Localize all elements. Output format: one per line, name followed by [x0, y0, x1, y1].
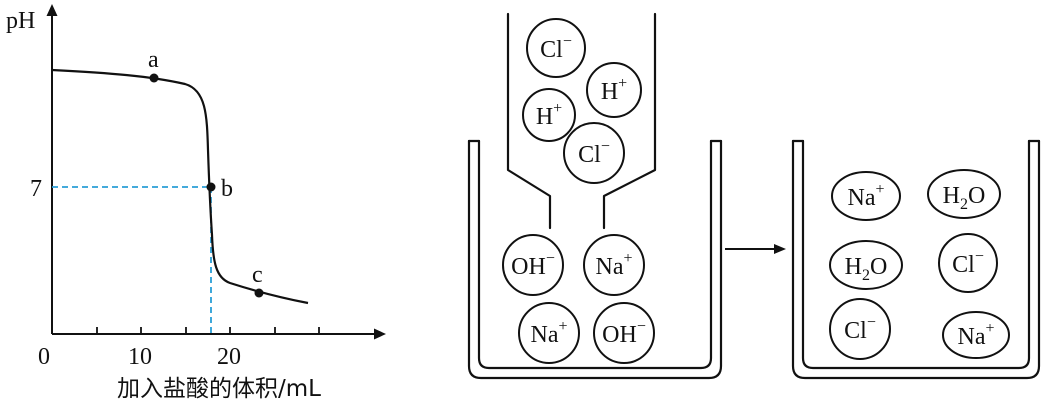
beaker-after [791, 139, 1041, 380]
h2o-1-o: O [968, 183, 985, 209]
x-tick-label-10: 10 [128, 344, 152, 370]
ion-h-1-symbol: H [601, 79, 618, 105]
point-c-marker [254, 288, 264, 298]
x-ticks [96, 327, 320, 334]
beaker-2-outer-wall [791, 139, 1041, 380]
ion-cl-4-symbol: Cl [844, 318, 867, 344]
point-b-marker [206, 182, 216, 192]
svg-text:Cl−: Cl− [540, 33, 572, 63]
svg-text:H2O: H2O [845, 254, 888, 284]
ion-na-3: Na+ [831, 171, 901, 221]
ion-cl-1-charge: − [563, 33, 572, 50]
ion-oh-1-charge: − [546, 250, 555, 267]
h2o-2-h: H [845, 254, 862, 280]
ion-oh-1-symbol: OH [511, 254, 546, 280]
point-a-marker [149, 73, 159, 83]
svg-text:Cl−: Cl− [952, 248, 984, 278]
svg-text:Na+: Na+ [847, 181, 884, 211]
h2o-2-o: O [870, 254, 887, 280]
ion-na-4-symbol: Na [957, 324, 985, 350]
y-tick-label-7: 7 [30, 176, 42, 202]
ion-cl-4-charge: − [867, 314, 876, 331]
ion-cl-4: Cl− [829, 298, 891, 360]
ion-na-1-symbol: Na [595, 254, 623, 280]
ion-na-3-charge: + [875, 181, 884, 198]
beaker-1-outer-wall [467, 139, 723, 380]
svg-text:OH−: OH− [511, 250, 555, 280]
ion-h-1-charge: + [618, 75, 627, 92]
svg-text:Na+: Na+ [595, 250, 632, 280]
ion-cl-2-symbol: Cl [578, 142, 601, 168]
ion-cl-3-symbol: Cl [952, 252, 975, 278]
molecule-h2o-1: H2O [927, 169, 1001, 219]
svg-text:Na+: Na+ [530, 318, 567, 348]
molecule-h2o-2: H2O [829, 240, 903, 290]
ion-na-1: Na+ [583, 234, 645, 296]
point-b-label: b [221, 176, 233, 202]
funnel-right-wall [602, 12, 657, 230]
origin-label: 0 [38, 344, 50, 370]
svg-text:H2O: H2O [943, 183, 986, 213]
ion-na-3-symbol: Na [847, 185, 875, 211]
point-c-label: c [252, 262, 263, 288]
ion-h-2-symbol: H [536, 104, 553, 130]
funnel-left-wall [506, 12, 552, 230]
ion-na-2-symbol: Na [530, 322, 558, 348]
ion-oh-2: OH− [593, 302, 655, 364]
h2o-2-sub: 2 [862, 267, 870, 284]
svg-text:Na+: Na+ [957, 320, 994, 350]
ion-cl-2-charge: − [601, 138, 610, 155]
svg-text:OH−: OH− [602, 318, 646, 348]
reaction-arrow-icon [725, 244, 786, 254]
x-axis-label: 加入盐酸的体积/mL [117, 376, 321, 402]
ion-h-2-charge: + [553, 100, 562, 117]
ion-cl-1: Cl− [526, 18, 586, 78]
y-axis-label: pH [6, 8, 35, 34]
beaker-2-inner-wall [801, 139, 1031, 370]
beaker-1-inner-wall [477, 139, 713, 370]
ion-oh-1: OH− [502, 234, 564, 296]
ion-oh-2-charge: − [637, 318, 646, 335]
svg-text:Cl−: Cl− [578, 138, 610, 168]
ion-oh-2-symbol: OH [602, 322, 637, 348]
funnel [506, 12, 657, 230]
titration-curve [51, 68, 309, 305]
svg-text:H+: H+ [601, 75, 627, 105]
h2o-1-sub: 2 [960, 196, 968, 213]
y-axis-arrow-icon [46, 4, 58, 16]
ion-h-2: H+ [522, 88, 576, 142]
beaker-before [467, 139, 723, 380]
ion-h-1: H+ [586, 62, 642, 118]
h2o-1-h: H [943, 183, 960, 209]
svg-text:Cl−: Cl− [844, 314, 876, 344]
ion-cl-3: Cl− [938, 233, 998, 293]
ion-na-4: Na+ [942, 311, 1010, 359]
titration-graph: pH 0 10 20 7 加入盐酸的体积/mL a b c [6, 4, 386, 402]
svg-text:H+: H+ [536, 100, 562, 130]
x-axis-arrow-icon [374, 328, 386, 340]
ion-na-1-charge: + [623, 250, 632, 267]
ion-na-2: Na+ [518, 302, 580, 364]
ion-na-4-charge: + [985, 320, 994, 337]
ion-cl-1-symbol: Cl [540, 37, 563, 63]
ion-cl-2: Cl− [563, 122, 625, 184]
ion-cl-3-charge: − [975, 248, 984, 265]
point-a-label: a [148, 47, 159, 73]
ion-na-2-charge: + [558, 318, 567, 335]
x-tick-label-20: 20 [217, 344, 241, 370]
